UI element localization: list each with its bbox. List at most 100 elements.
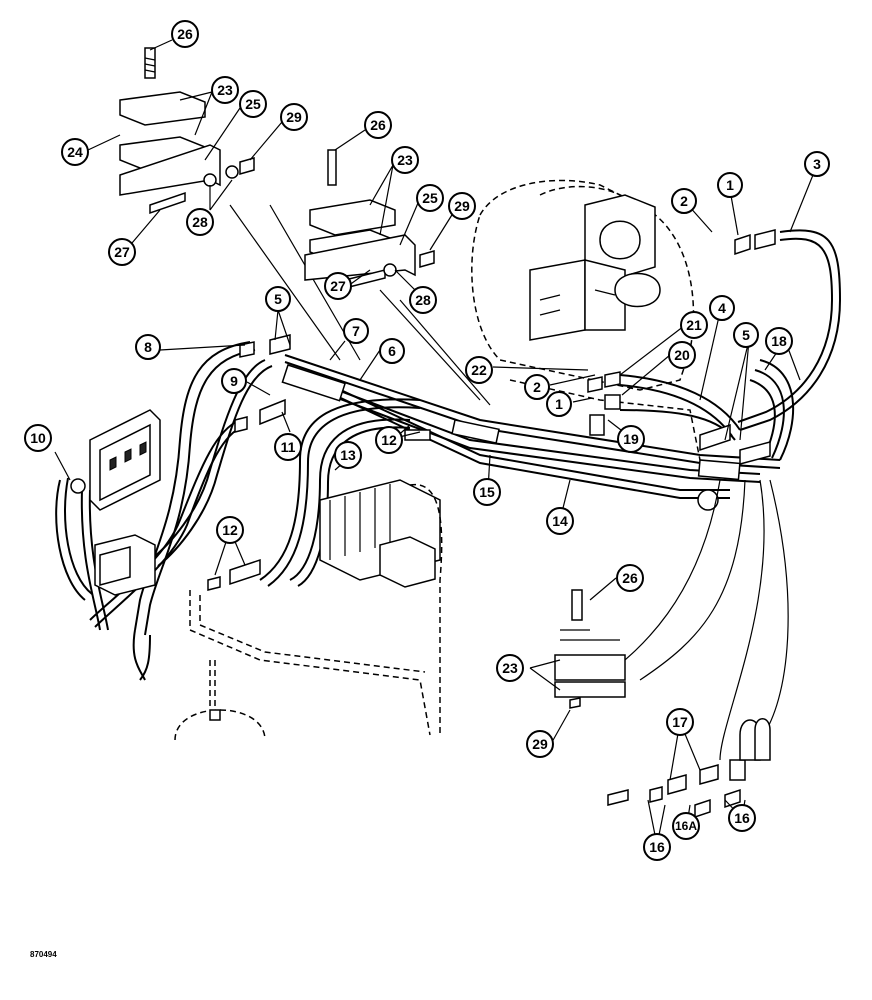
callout-8: 8 — [135, 334, 161, 360]
callout-1: 1 — [546, 391, 572, 417]
callout-21: 21 — [680, 311, 708, 339]
callout-9: 9 — [221, 368, 247, 394]
svg-text:1: 1 — [726, 177, 734, 193]
callout-28: 28 — [409, 286, 437, 314]
callout-27: 27 — [108, 238, 136, 266]
svg-text:28: 28 — [192, 214, 208, 230]
callout-17: 17 — [666, 708, 694, 736]
svg-text:12: 12 — [222, 522, 238, 538]
svg-text:28: 28 — [415, 292, 431, 308]
callout-25: 25 — [239, 90, 267, 118]
callout-16a: 16A — [672, 812, 700, 840]
svg-text:21: 21 — [686, 317, 702, 333]
svg-text:5: 5 — [742, 327, 750, 343]
callout-23: 23 — [211, 76, 239, 104]
valve-bank-middle — [319, 479, 443, 735]
fittings — [207, 229, 776, 819]
reservoir-outline — [174, 590, 431, 741]
svg-text:25: 25 — [422, 190, 438, 206]
svg-text:27: 27 — [330, 278, 346, 294]
svg-text:5: 5 — [274, 291, 282, 307]
clamp-assembly-top-left — [119, 47, 255, 215]
svg-text:8: 8 — [144, 339, 152, 355]
svg-text:7: 7 — [352, 323, 360, 339]
callout-leaders — [54, 39, 816, 846]
svg-text:29: 29 — [454, 198, 470, 214]
svg-text:4: 4 — [718, 300, 726, 316]
callout-24: 24 — [61, 138, 89, 166]
callout-29: 29 — [526, 730, 554, 758]
callout-23: 23 — [496, 654, 524, 682]
callout-29: 29 — [448, 192, 476, 220]
svg-text:16A: 16A — [675, 819, 697, 833]
callout-12: 12 — [216, 516, 244, 544]
svg-text:2: 2 — [680, 193, 688, 209]
leader-lines — [229, 204, 789, 761]
callout-3: 3 — [804, 151, 830, 177]
svg-text:14: 14 — [552, 513, 568, 529]
clamp-assembly-bottom — [554, 589, 626, 709]
svg-text:1: 1 — [555, 396, 563, 412]
svg-text:15: 15 — [479, 484, 495, 500]
callout-7: 7 — [343, 318, 369, 344]
svg-text:26: 26 — [622, 570, 638, 586]
callout-26: 26 — [364, 111, 392, 139]
svg-text:24: 24 — [67, 144, 83, 160]
svg-text:18: 18 — [771, 333, 787, 349]
svg-text:17: 17 — [672, 714, 688, 730]
callout-22: 22 — [465, 356, 493, 384]
svg-text:29: 29 — [286, 109, 302, 125]
callout-2: 2 — [671, 188, 697, 214]
svg-text:13: 13 — [340, 447, 356, 463]
svg-text:23: 23 — [217, 82, 233, 98]
svg-text:12: 12 — [381, 432, 397, 448]
callout-15: 15 — [473, 478, 501, 506]
callout-29: 29 — [280, 103, 308, 131]
clamp-assembly-top-middle — [304, 149, 435, 289]
svg-text:23: 23 — [502, 660, 518, 676]
callout-16: 16 — [643, 833, 671, 861]
callout-11: 11 — [274, 433, 302, 461]
svg-text:19: 19 — [623, 431, 639, 447]
svg-text:26: 26 — [177, 26, 193, 42]
callout-10: 10 — [24, 424, 52, 452]
callout-5: 5 — [265, 286, 291, 312]
callout-26: 26 — [616, 564, 644, 592]
svg-text:3: 3 — [813, 156, 821, 172]
callout-6: 6 — [379, 338, 405, 364]
svg-text:6: 6 — [388, 343, 396, 359]
svg-text:11: 11 — [281, 439, 296, 455]
callout-12: 12 — [375, 426, 403, 454]
svg-text:22: 22 — [471, 362, 487, 378]
callout-14: 14 — [546, 507, 574, 535]
svg-text:25: 25 — [245, 96, 261, 112]
loop-hoses — [259, 398, 421, 587]
callout-23: 23 — [391, 146, 419, 174]
svg-text:9: 9 — [230, 373, 238, 389]
svg-text:29: 29 — [532, 736, 548, 752]
callout-19: 19 — [617, 425, 645, 453]
callout-13: 13 — [334, 441, 362, 469]
svg-text:23: 23 — [397, 152, 413, 168]
callout-5: 5 — [733, 322, 759, 348]
svg-text:27: 27 — [114, 244, 130, 260]
callout-26: 26 — [171, 20, 199, 48]
callout-27: 27 — [324, 272, 352, 300]
callout-16: 16 — [728, 804, 756, 832]
svg-text:16: 16 — [649, 839, 665, 855]
callout-25: 25 — [416, 184, 444, 212]
callout-2: 2 — [524, 374, 550, 400]
transmission-housing — [471, 179, 701, 461]
svg-text:16: 16 — [734, 810, 750, 826]
callout-1: 1 — [717, 172, 743, 198]
callout-18: 18 — [765, 327, 793, 355]
svg-text:10: 10 — [30, 430, 46, 446]
callout-28: 28 — [186, 208, 214, 236]
figure-code: 870494 — [30, 950, 57, 959]
control-valve-left — [70, 409, 161, 596]
svg-text:26: 26 — [370, 117, 386, 133]
callout-4: 4 — [709, 295, 735, 321]
svg-text:20: 20 — [674, 347, 690, 363]
callout-20: 20 — [668, 341, 696, 369]
